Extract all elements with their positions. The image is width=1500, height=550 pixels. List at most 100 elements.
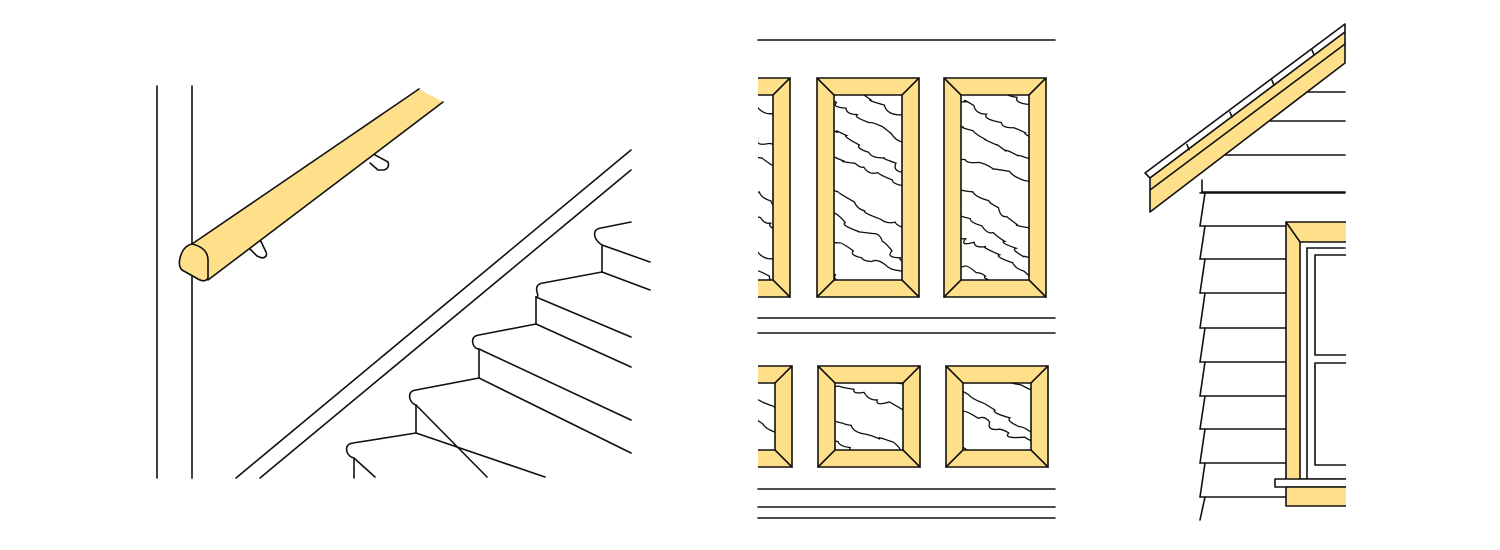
panel-crack xyxy=(758,419,775,433)
panel-inset xyxy=(960,94,1030,281)
panel-frame-group xyxy=(943,77,1047,298)
siding xyxy=(1199,91,1346,521)
stair-steps xyxy=(345,221,651,479)
panel-crack xyxy=(961,158,1029,183)
stair-tread-line xyxy=(535,296,632,338)
handrail-edge xyxy=(191,88,420,245)
stair-riser-line xyxy=(535,323,632,368)
panel-crack xyxy=(835,440,852,450)
stair-tread-line xyxy=(415,404,488,478)
stair-riser-line xyxy=(601,271,651,291)
stair-tread-nosing xyxy=(593,221,632,246)
siding-edge xyxy=(1199,292,1206,329)
panel-frame-group xyxy=(740,365,793,468)
stair-stringer xyxy=(259,169,632,479)
panel-bevel-line xyxy=(1028,77,1047,96)
panel-bevel-line xyxy=(772,77,791,96)
panel-crack xyxy=(758,156,773,167)
panel-crack xyxy=(963,390,1031,433)
panel-bevel-line xyxy=(902,449,921,468)
panel-crack xyxy=(963,446,968,450)
rail-bracket xyxy=(365,149,390,171)
panel-crack xyxy=(758,216,773,230)
stair-tread-nosing xyxy=(408,377,480,406)
panel-crack xyxy=(961,125,1029,160)
panel-bevel-line xyxy=(901,77,920,96)
panel-bevel-line xyxy=(902,365,921,384)
handrail xyxy=(178,88,444,282)
panel-bevel-line xyxy=(816,77,835,96)
panel-crack xyxy=(961,237,1029,277)
panel-texture xyxy=(963,383,1031,450)
panel-crack xyxy=(834,100,902,143)
panel-frame-group xyxy=(758,77,791,298)
panel-crack xyxy=(834,212,902,262)
handrail-end-cap xyxy=(178,243,209,282)
roof xyxy=(1144,23,1346,213)
panel-crack xyxy=(963,410,1031,442)
siding-edge xyxy=(1199,496,1206,521)
shingle-tab xyxy=(1271,79,1275,87)
panel-crack xyxy=(961,99,1029,138)
panel-crack xyxy=(758,399,775,409)
stair-tread-nosing xyxy=(471,323,537,350)
stair-tread-nosing xyxy=(535,271,603,298)
panel-bevel-line xyxy=(817,365,836,384)
wainscot-panel xyxy=(817,365,921,468)
siding-edge xyxy=(1199,395,1206,430)
panel-inset xyxy=(758,382,776,451)
panel-crack xyxy=(835,420,902,450)
panel-bevel-line xyxy=(740,366,757,383)
siding-edge xyxy=(1199,327,1206,363)
panel-bevel-line xyxy=(1030,449,1049,468)
siding-edge xyxy=(1199,258,1206,294)
panel-bevel-line xyxy=(816,279,835,298)
panel-inset xyxy=(758,94,774,281)
panel-crack xyxy=(758,191,773,206)
siding-edge xyxy=(1199,361,1206,397)
panel-texture xyxy=(758,106,773,280)
stair-tread-line xyxy=(478,348,632,421)
rail-bracket xyxy=(249,228,268,259)
wainscot-panel xyxy=(943,77,1047,298)
stair-riser-line xyxy=(478,377,632,454)
panel-texture xyxy=(961,95,1029,280)
panel-bevel-line xyxy=(943,77,962,96)
panel-inset xyxy=(834,382,904,451)
panel-crack xyxy=(961,189,1029,229)
panel-bevel-line xyxy=(817,449,836,468)
panel-crack xyxy=(961,265,993,280)
panel-bevel-line xyxy=(774,365,793,384)
panel-inset xyxy=(962,382,1032,451)
panel-crack xyxy=(758,270,773,280)
panel-frame-group xyxy=(817,365,921,468)
window-apron xyxy=(1285,486,1357,507)
stair-stringer xyxy=(235,149,632,479)
stair-tread-nosing xyxy=(345,432,417,459)
panel-crack xyxy=(834,150,902,187)
house-siding-illustration xyxy=(1144,0,1500,550)
shingle-tab xyxy=(1311,49,1315,56)
panel-bevel-line xyxy=(740,450,757,467)
wainscot-panel xyxy=(740,365,793,468)
panel-crack xyxy=(1006,95,1029,106)
fascia-line xyxy=(1149,43,1346,191)
handrail-edge xyxy=(207,101,444,281)
window-sill xyxy=(1274,478,1356,488)
handrail-stairs-illustration xyxy=(156,85,651,479)
panel-bevel-line xyxy=(945,365,964,384)
siding-edge xyxy=(1199,428,1206,464)
panel-frame-group xyxy=(945,365,1049,468)
house-crop-mask xyxy=(1346,0,1500,550)
panel-bevel-line xyxy=(1030,365,1049,384)
panel-bevel-line xyxy=(774,449,793,468)
roof-fascia xyxy=(1149,31,1346,213)
shingle-tabs xyxy=(1186,49,1315,151)
wainscot-panel xyxy=(945,365,1049,468)
panel-crack xyxy=(834,130,902,173)
panel-texture xyxy=(835,383,903,450)
panel-crack xyxy=(834,189,902,228)
panel-frame-group xyxy=(816,77,920,298)
panel-crack xyxy=(1004,383,1031,391)
